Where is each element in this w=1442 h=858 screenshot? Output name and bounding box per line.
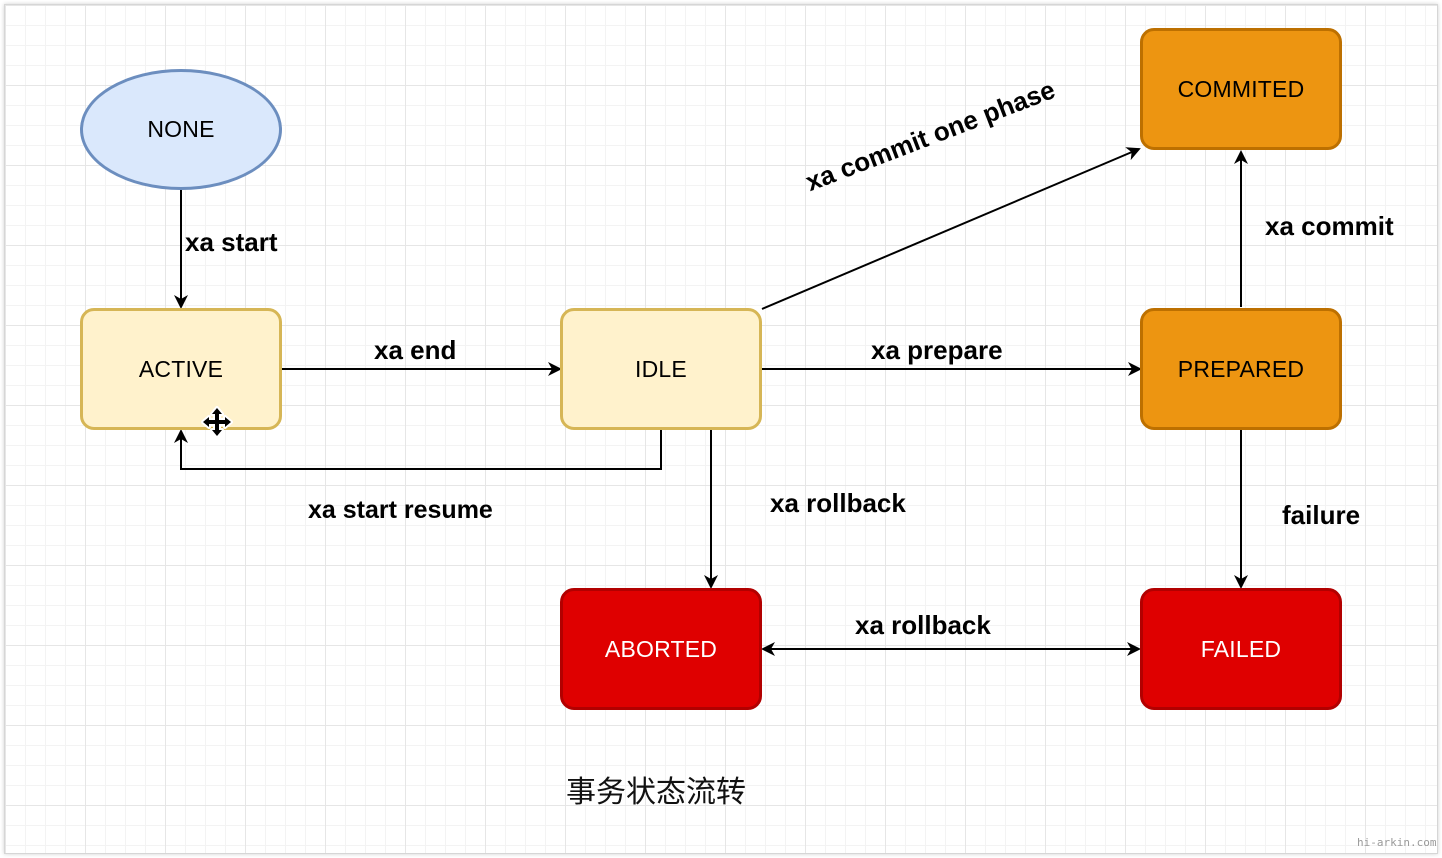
move-cursor-icon [201, 406, 233, 438]
label-failure[interactable]: failure [1282, 500, 1361, 530]
label-xa-end[interactable]: xa end [374, 335, 457, 365]
label-xa-commit[interactable]: xa commit [1265, 211, 1394, 241]
edge-idle-commited[interactable] [761, 147, 1141, 310]
state-commited-label: COMMITED [1177, 75, 1305, 102]
edges-layer [174, 147, 1248, 656]
label-xa-rollback-failed[interactable]: xa rollback [855, 610, 991, 640]
state-prepared[interactable]: PREPARED [1140, 308, 1342, 430]
state-active[interactable]: ACTIVE [80, 308, 282, 430]
state-commited[interactable]: COMMITED [1140, 28, 1342, 150]
state-failed-label: FAILED [1200, 635, 1282, 662]
label-xa-start-resume[interactable]: xa start resume [308, 496, 493, 524]
label-xa-rollback-idle[interactable]: xa rollback [770, 488, 906, 518]
label-xa-prepare[interactable]: xa prepare [871, 335, 1003, 365]
state-idle-label: IDLE [635, 355, 687, 382]
diagram-canvas[interactable]: NONE ACTIVE IDLE PREPARED COMMITED ABORT… [4, 4, 1438, 854]
state-none[interactable]: NONE [80, 69, 282, 190]
edge-idle-active-resume[interactable] [174, 429, 662, 470]
diagram-caption: 事务状态流转 [566, 775, 746, 810]
state-idle[interactable]: IDLE [560, 308, 762, 430]
state-failed[interactable]: FAILED [1140, 588, 1342, 710]
state-prepared-label: PREPARED [1177, 355, 1305, 382]
state-active-label: ACTIVE [138, 355, 224, 382]
state-none-label: NONE [147, 116, 215, 142]
watermark: hi-arkin.com [1357, 836, 1437, 849]
label-xa-start[interactable]: xa start [185, 227, 278, 257]
state-aborted[interactable]: ABORTED [560, 588, 762, 710]
state-aborted-label: ABORTED [604, 635, 718, 662]
